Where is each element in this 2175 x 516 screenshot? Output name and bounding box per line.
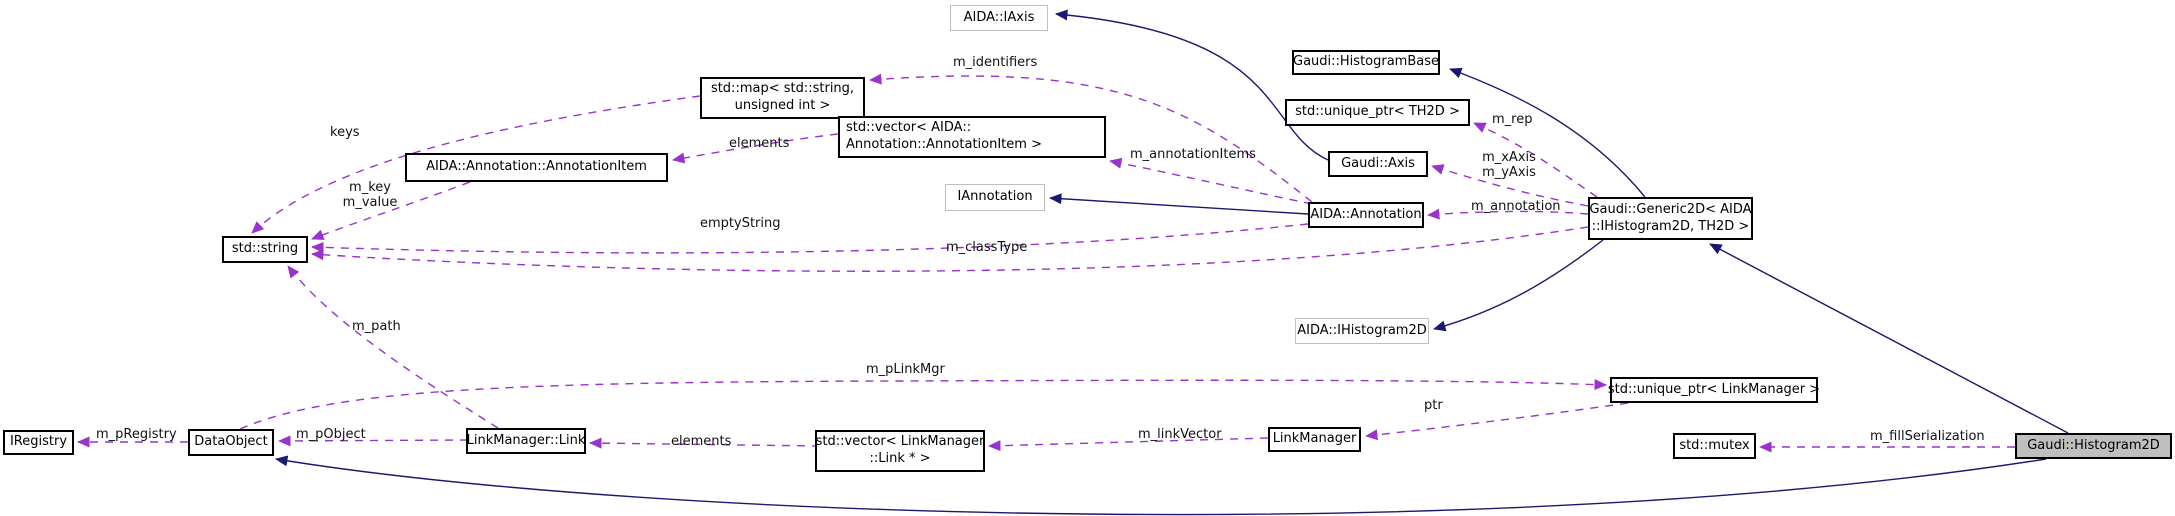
node-label: Gaudi::Generic2D< AIDA <box>1589 201 1752 217</box>
node-gaudi-generic2d[interactable]: Gaudi::Generic2D< AIDA ::IHistogram2D, T… <box>1588 197 1753 240</box>
edge-label-elements-bottom: elements <box>671 434 732 449</box>
edge-label-line: m_yAxis <box>1482 165 1536 180</box>
edge-inheritance-aida-annotation-to-iannotation <box>1049 193 1309 215</box>
edge-usage-m-annotation <box>1427 208 1589 220</box>
node-std-map[interactable]: std::map< std::string, unsigned int > <box>700 77 865 119</box>
edge-label-line: m_xAxis <box>1482 150 1536 165</box>
edge-usage-m-linkvector <box>988 437 1269 452</box>
node-label: std::mutex <box>1679 437 1750 453</box>
edge-label-m-identifiers: m_identifiers <box>953 55 1038 70</box>
node-std-vector-annotationitem[interactable]: std::vector< AIDA:: Annotation::Annotati… <box>838 116 1106 158</box>
node-label: unsigned int > <box>734 98 831 113</box>
edge-usage-m-rep <box>1473 122 1598 198</box>
node-aida-iaxis[interactable]: AIDA::IAxis <box>950 5 1048 31</box>
node-label: AIDA::Annotation::AnnotationItem <box>426 159 647 175</box>
node-gaudi-histogrambase[interactable]: Gaudi::HistogramBase <box>1292 50 1440 75</box>
node-label: DataObject <box>194 434 268 450</box>
edge-label-m-pobject: m_pObject <box>296 427 366 442</box>
node-label: LinkManager::Link <box>466 432 586 448</box>
edge-label-m-fillserialization: m_fillSerialization <box>1870 429 1985 444</box>
edge-label-m-path: m_path <box>352 319 401 334</box>
node-aida-ihistogram2d[interactable]: AIDA::IHistogram2D <box>1295 318 1429 344</box>
edge-label-m-classtype: m_classType <box>946 240 1028 255</box>
edge-label-m-xaxis-m-yaxis: m_xAxis m_yAxis <box>1480 150 1538 180</box>
node-gaudi-histogram2d[interactable]: Gaudi::Histogram2D <box>2015 433 2172 459</box>
node-label: IAnnotation <box>957 189 1033 205</box>
edge-usage-m-classtype <box>311 226 1589 272</box>
edge-label-m-annotation: m_annotation <box>1471 199 1561 214</box>
node-std-vector-link[interactable]: std::vector< LinkManager ::Link * > <box>815 430 985 472</box>
node-dataobject[interactable]: DataObject <box>188 429 274 456</box>
edge-label-m-annotationitems: m_annotationItems <box>1130 147 1256 162</box>
node-label: AIDA::IHistogram2D <box>1297 322 1427 338</box>
edge-inheritance-generic2d-to-aida-ihistogram2d <box>1433 239 1604 332</box>
edge-label-emptystring: emptyString <box>700 216 781 231</box>
edge-usage-emptystring <box>311 223 1309 254</box>
edge-inheritance-histogram2d-to-generic2d <box>1709 243 2069 434</box>
node-label: std::map< std::string, <box>710 81 855 97</box>
node-label: AIDA::IAxis <box>963 9 1035 25</box>
edge-label-m-pregistry: m_pRegistry <box>96 427 177 442</box>
edge-inheritance-gaudi-axis-to-aida-iaxis <box>1055 9 1329 161</box>
node-label: Gaudi::Histogram2D <box>2027 437 2160 453</box>
node-std-mutex[interactable]: std::mutex <box>1673 433 1756 459</box>
edge-usage-m-annotationitems <box>1109 157 1313 205</box>
node-linkmanager[interactable]: LinkManager <box>1268 427 1361 452</box>
edge-label-ptr: ptr <box>1424 398 1443 413</box>
edge-label-m-rep: m_rep <box>1492 112 1533 127</box>
edge-label-keys: keys <box>330 125 360 140</box>
edge-label-line: m_value <box>342 195 398 210</box>
edge-label-elements-top: elements <box>729 136 790 151</box>
edge-usage-m-pobject <box>278 435 469 447</box>
node-annotation-item[interactable]: AIDA::Annotation::AnnotationItem <box>405 153 668 182</box>
node-label: std::string <box>231 241 299 257</box>
node-label: Annotation::AnnotationItem > <box>846 137 1042 152</box>
edge-usage-m-plinkmgr <box>239 379 1607 430</box>
node-label: std::unique_ptr< TH2D > <box>1295 104 1460 120</box>
node-linkmanager-link[interactable]: LinkManager::Link <box>466 428 586 454</box>
edge-inheritance-generic2d-to-histogrambase <box>1449 67 1646 198</box>
edge-usage-m-path <box>287 265 499 429</box>
node-label: Gaudi::Axis <box>1341 155 1415 171</box>
edge-usage-m-xaxis-m-yaxis <box>1431 164 1589 207</box>
node-iregistry[interactable]: IRegistry <box>3 430 74 455</box>
edge-usage-m-key-m-value <box>311 181 471 240</box>
node-label: Gaudi::HistogramBase <box>1293 54 1439 70</box>
node-label: std::vector< LinkManager <box>815 434 985 450</box>
edge-label-m-linkvector: m_linkVector <box>1138 427 1222 442</box>
edge-usage-keys <box>251 95 701 234</box>
node-gaudi-axis[interactable]: Gaudi::Axis <box>1328 151 1428 177</box>
node-label: AIDA::Annotation <box>1310 206 1422 222</box>
edge-usage-ptr <box>1365 402 1629 441</box>
node-std-unique-ptr-linkmanager[interactable]: std::unique_ptr< LinkManager > <box>1607 377 1821 403</box>
node-std-string[interactable]: std::string <box>222 236 308 263</box>
node-aida-annotation[interactable]: AIDA::Annotation <box>1308 202 1424 228</box>
node-label: LinkManager <box>1272 431 1357 447</box>
node-iannotation[interactable]: IAnnotation <box>945 184 1045 211</box>
edge-label-m-key-m-value: m_key m_value <box>338 180 402 210</box>
node-label: std::vector< AIDA:: <box>846 120 972 136</box>
node-label: IRegistry <box>9 434 68 450</box>
edge-label-m-plinkmgr: m_pLinkMgr <box>866 362 945 377</box>
node-label: ::IHistogram2D, TH2D > <box>1591 218 1750 234</box>
edge-usage-m-identifiers <box>869 73 1313 203</box>
edge-label-line: m_key <box>349 180 391 195</box>
edge-inheritance-histogram2d-to-dataobject <box>275 455 2047 516</box>
node-label: std::unique_ptr< LinkManager > <box>1607 381 1821 397</box>
node-std-unique-ptr-th2d[interactable]: std::unique_ptr< TH2D > <box>1285 99 1470 126</box>
edge-usage-elements-annotation <box>672 133 839 164</box>
node-label: ::Link * > <box>869 451 931 466</box>
